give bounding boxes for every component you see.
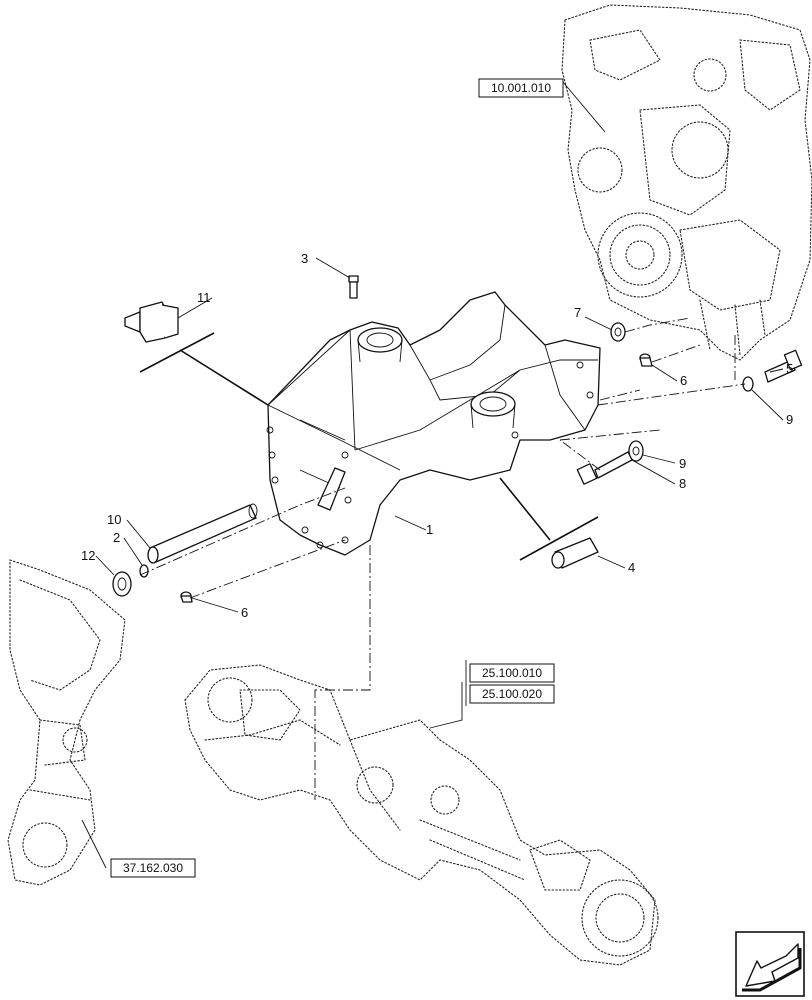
callout-12: 12	[81, 548, 95, 563]
callout-labels: 1 2 3 4 5 6 6 7 8 9 9 10 11 12	[81, 251, 793, 620]
front-support-frame	[266, 291, 601, 556]
arrow-down-left-icon[interactable]	[735, 931, 805, 997]
bushing-part-4	[551, 537, 599, 569]
suspension-assembly	[7, 559, 126, 886]
callout-6-upper: 6	[680, 373, 687, 388]
reference-suspension-label: 37.162.030	[123, 861, 183, 875]
callout-9-right: 9	[786, 412, 793, 427]
callout-10: 10	[107, 512, 121, 527]
washer-part-12	[112, 571, 132, 597]
callout-5: 5	[786, 361, 793, 376]
leader-lines	[81, 81, 784, 869]
dowel-pin-part-6-upper	[639, 353, 653, 367]
reference-axle-a-label: 25.100.010	[482, 666, 542, 680]
callout-4: 4	[628, 560, 635, 575]
bolt-part-8	[576, 451, 633, 485]
ring-part-2	[139, 564, 149, 578]
callout-1: 1	[426, 522, 433, 537]
bolt-part-5	[742, 349, 803, 392]
reference-box-suspension[interactable]: 37.162.030	[110, 858, 196, 878]
assembly-lines	[139, 317, 746, 800]
callout-2: 2	[113, 530, 120, 545]
reference-box-axle[interactable]: 25.100.010 25.100.020	[465, 660, 555, 706]
front-axle-assembly	[184, 664, 659, 966]
reference-axle-b-label: 25.100.020	[482, 687, 542, 701]
bolt-part-3	[348, 275, 359, 299]
washer-part-7	[610, 322, 626, 342]
callout-7: 7	[574, 305, 581, 320]
engine-assembly	[561, 4, 812, 361]
callout-3: 3	[301, 251, 308, 266]
reference-engine-label: 10.001.010	[491, 81, 551, 95]
callout-8: 8	[679, 476, 686, 491]
dowel-pin-part-6-lower	[180, 591, 193, 603]
washer-part-9	[628, 440, 644, 462]
reference-box-engine[interactable]: 10.001.010	[478, 78, 564, 98]
callout-11: 11	[197, 290, 211, 305]
pivot-pin-part-10	[147, 503, 258, 564]
fitting-part-11	[124, 301, 179, 343]
callout-6-lower: 6	[241, 605, 248, 620]
callout-9-middle: 9	[679, 456, 686, 471]
